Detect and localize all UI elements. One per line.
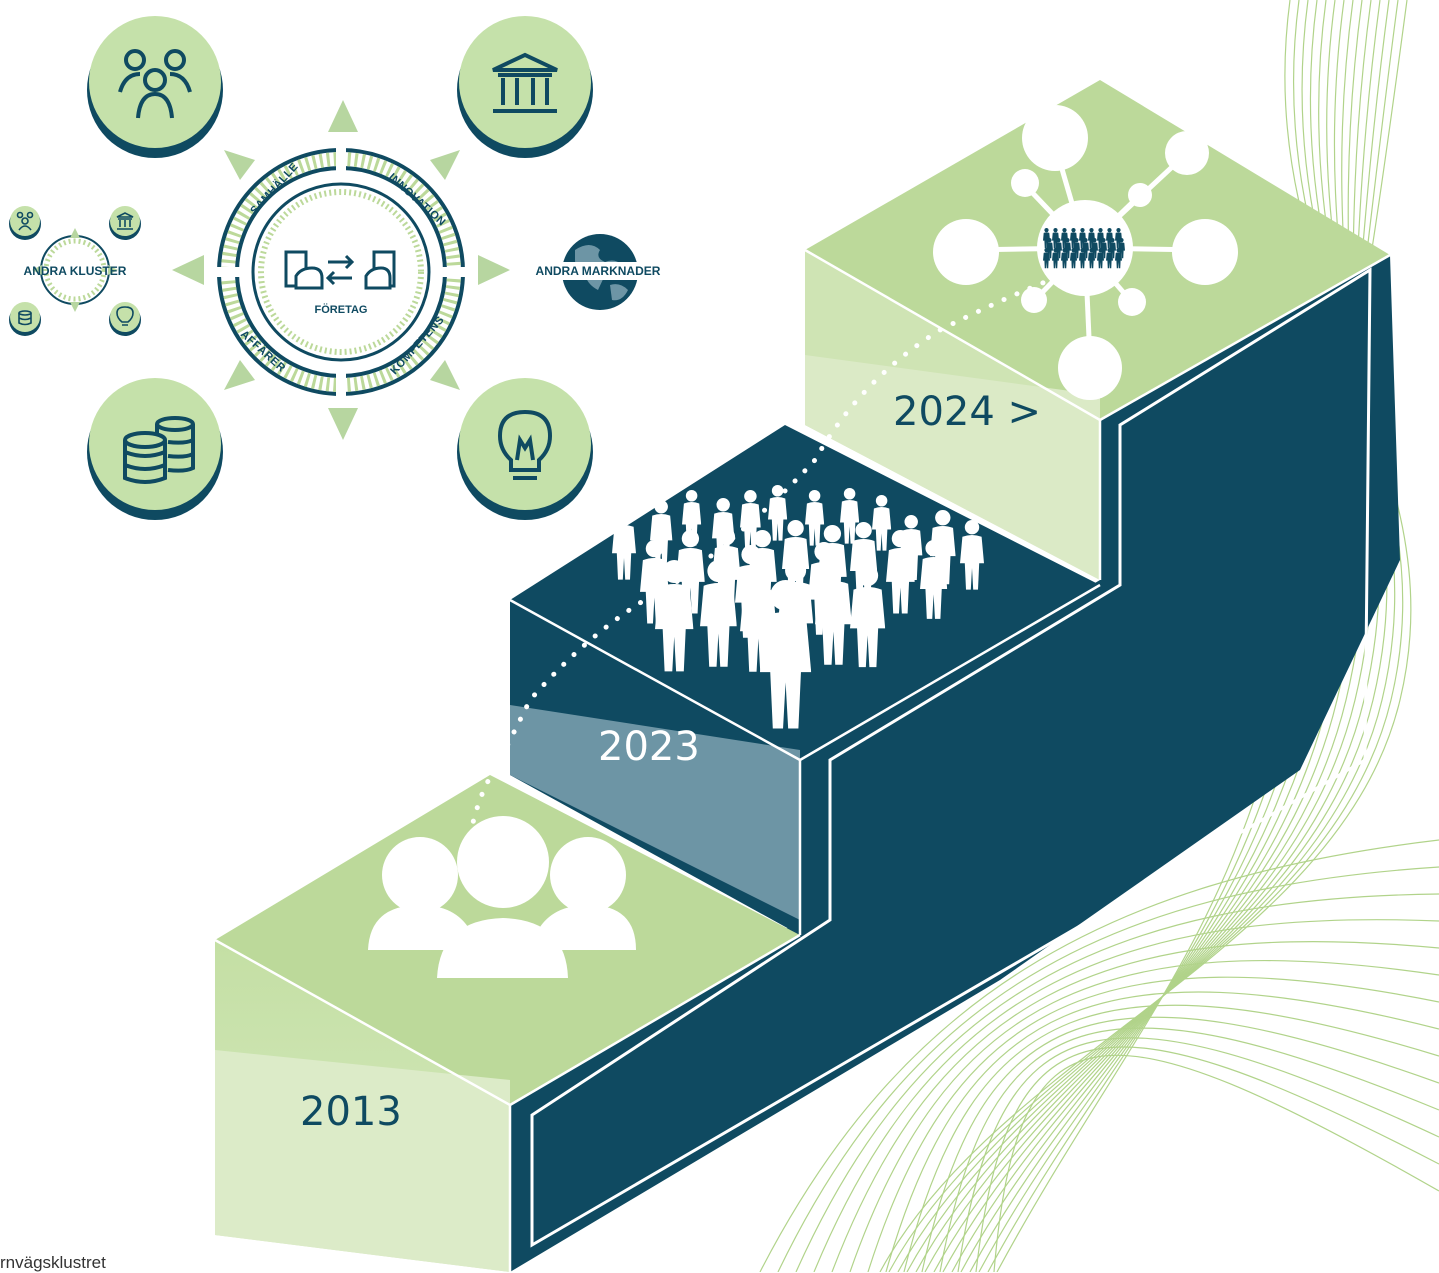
- company-exchange-icon: [284, 250, 396, 290]
- ring-diagram: SAMHÄLLE INNOVATION AFFÄRER KOMPETENS FÖ…: [9, 16, 668, 520]
- small-cluster: ANDRA KLUSTER: [9, 206, 141, 336]
- network-icon: [933, 105, 1238, 400]
- dotted-path: [467, 277, 1053, 838]
- footer-text: rnvägsklustret: [0, 1253, 106, 1272]
- right-markets-label: ANDRA MARKNADER: [536, 264, 661, 278]
- staircase-outline: [530, 267, 1372, 1248]
- year-2013: 2013: [300, 1089, 402, 1135]
- center-label: FÖRETAG: [315, 303, 368, 316]
- institution-icon: [457, 16, 593, 158]
- ring-arrows: [172, 100, 510, 440]
- step-2024-shade: [805, 355, 1100, 580]
- lightbulb-icon: [457, 378, 593, 520]
- coins-icon: [87, 378, 223, 520]
- left-cluster-label: ANDRA KLUSTER: [24, 264, 127, 278]
- year-2023: 2023: [598, 724, 700, 770]
- year-2024: 2024 >: [893, 389, 1041, 435]
- people-icon: [87, 16, 223, 158]
- staircase-back: [510, 255, 1400, 1272]
- step-2023-front-light: [510, 705, 800, 920]
- group-icon: [368, 816, 636, 978]
- step-2013-shade: [215, 1050, 510, 1272]
